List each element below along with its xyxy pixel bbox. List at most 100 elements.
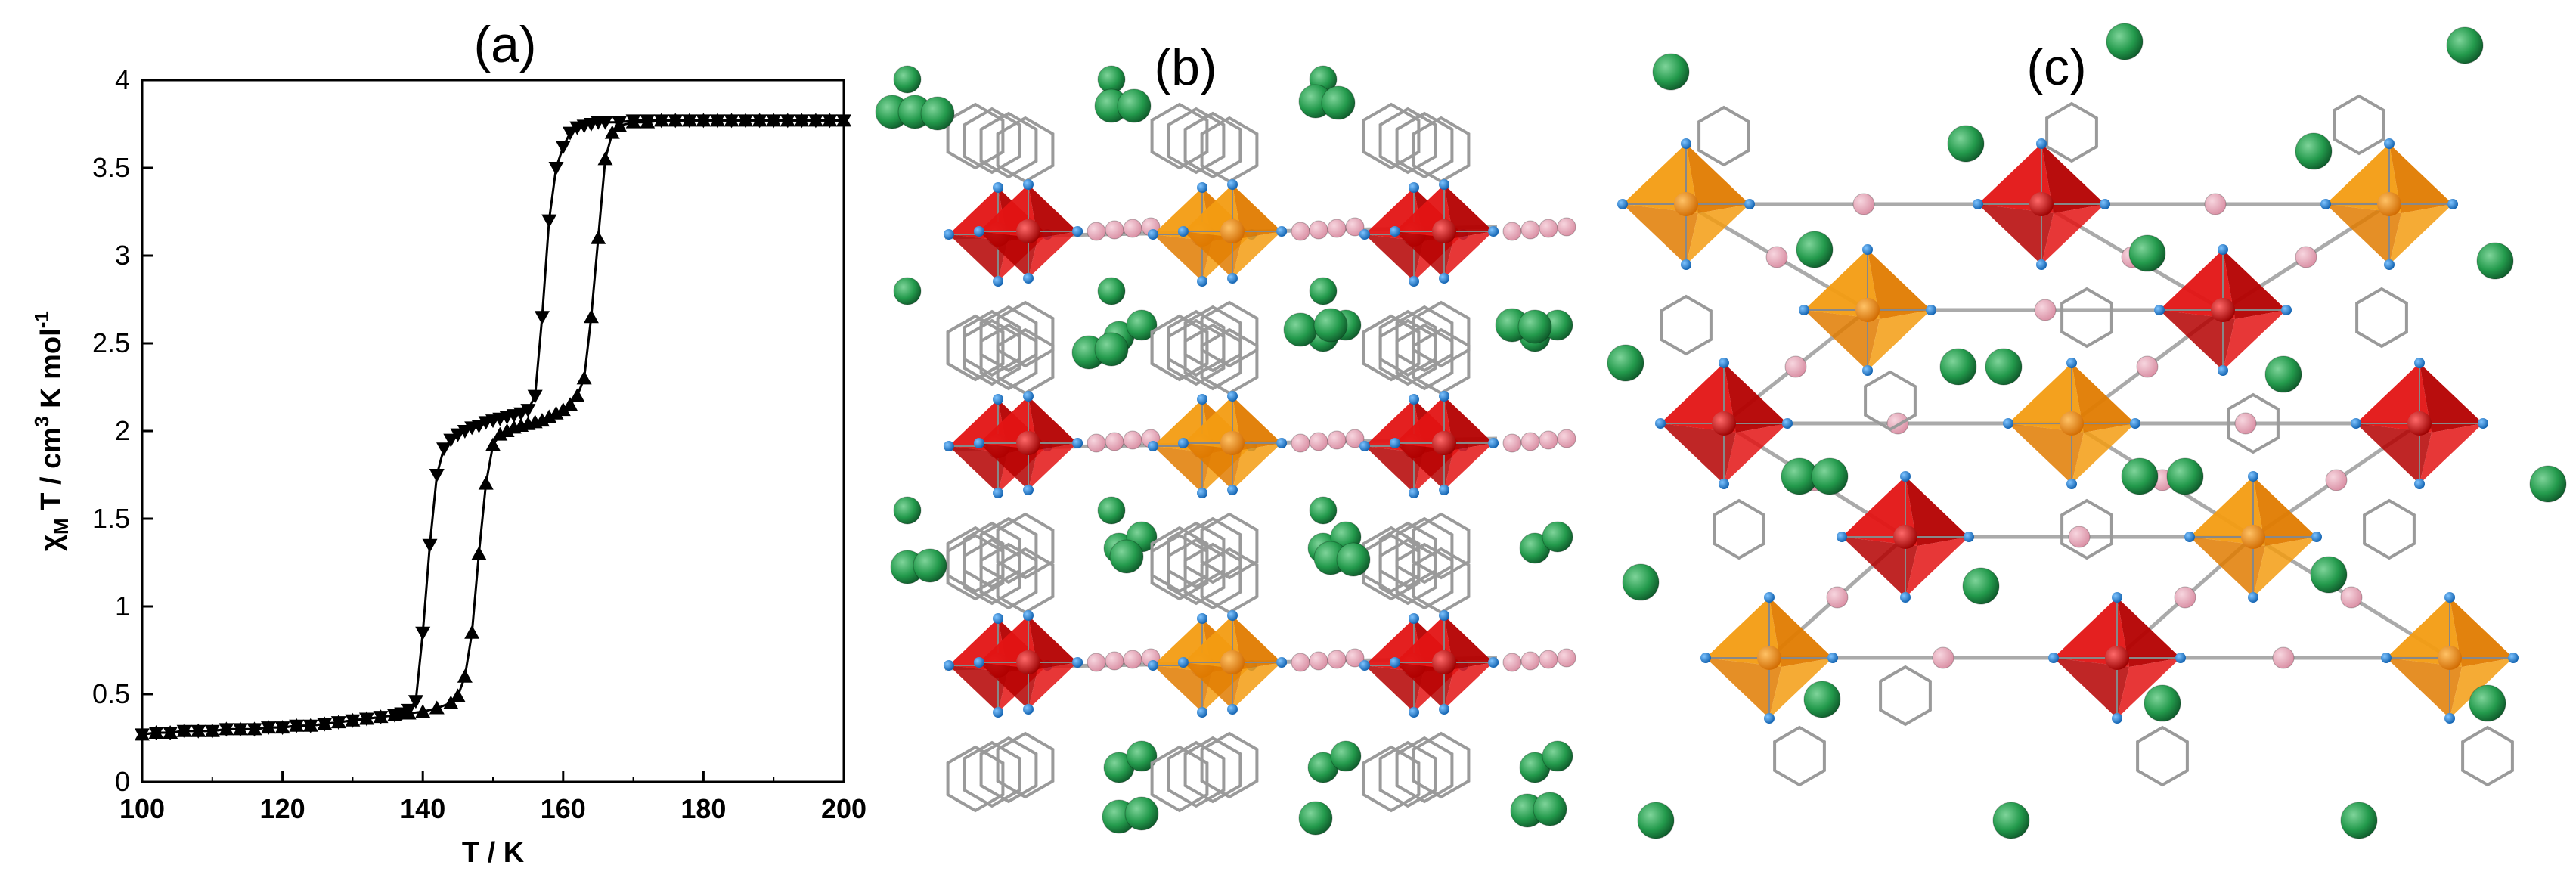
data-point [766,113,782,127]
green-atom [1652,53,1690,91]
data-point [724,113,739,127]
data-point [330,715,346,729]
pink-atom [1539,219,1558,238]
panel-c-label: (c) [2026,39,2086,96]
pink-atom [1520,432,1540,451]
x-axis-title: T / K [462,837,525,869]
phenyl-ring [1395,736,1454,804]
pink-atom [1765,246,1788,268]
green-atom [1309,277,1338,305]
data-point [527,389,543,404]
phenyl-ring [1660,294,1713,356]
data-point [302,718,318,732]
data-point [541,214,557,228]
data-point [317,716,333,730]
data-point [274,720,290,734]
phenyl-ring [1167,318,1226,386]
y-tick-label: 0 [115,766,130,797]
pink-atom [1557,429,1576,448]
green-atom [1094,332,1129,367]
phenyl-ring [1378,521,1437,589]
panel-b-structure-image: (b) [875,39,1576,836]
green-atom [2166,457,2204,495]
phenyl-ring [1183,111,1242,179]
phenyl-ring [963,309,1021,377]
pink-atom [1105,220,1124,240]
green-atom [1992,802,2030,839]
phenyl-ring [1362,314,1421,382]
pink-atom [1345,429,1365,448]
pink-atom [1087,433,1106,453]
phenyl-ring [1200,300,1259,368]
data-point [436,442,452,457]
green-atom [2121,457,2159,495]
green-atom [1947,125,1985,163]
phenyl-ring [2227,392,2280,454]
phenyl-ring [1378,538,1437,606]
data-point [232,721,248,736]
phenyl-ring [1378,309,1437,377]
data-point [443,433,459,448]
phenyl-ring [1412,731,1471,799]
phenyl-ring [1697,105,1750,167]
panel-c-structure-image: (c) [1607,23,2567,839]
data-point [541,409,557,423]
green-atom [1126,309,1158,341]
pink-atom [1502,433,1522,453]
data-point [583,309,599,324]
phenyl-ring [1412,512,1471,580]
data-point [499,423,515,437]
pink-atom [1327,650,1347,669]
green-atom [1097,496,1126,525]
phenyl-ring [963,318,1021,386]
data-point [738,113,754,127]
x-tick-label: 120 [260,793,305,824]
pink-atom [2136,355,2159,378]
data-point [401,705,417,720]
data-point [563,126,578,141]
phenyl-ring [996,731,1055,799]
y-tick-label: 1 [115,591,130,622]
phenyl-ring [1713,498,1765,560]
phenyl-ring [979,542,1038,610]
pink-atom [2034,299,2057,321]
phenyl-ring [1378,740,1437,808]
phenyl-ring [1200,512,1259,580]
phenyl-ring [1183,305,1242,373]
data-point [429,700,445,715]
coordination-octahedron [1799,244,1936,376]
green-atom [1309,496,1338,525]
data-point [548,405,564,420]
phenyl-ring [946,533,1005,601]
green-atom [2144,684,2181,722]
green-atom [893,496,922,525]
x-tick-label: 180 [680,793,726,824]
coordination-octahedron [1389,610,1499,715]
data-point [696,113,711,127]
pink-atom [2340,586,2363,609]
phenyl-ring [1200,116,1259,184]
phenyl-ring [2060,498,2113,560]
green-atom [2295,132,2333,170]
coordination-octahedron [1177,610,1288,715]
data-point [485,437,501,451]
coordination-octahedron [973,391,1083,495]
green-atom [1517,309,1552,344]
data-point [176,723,192,737]
phenyl-ring [979,516,1038,584]
pink-atom [1345,648,1365,668]
data-point [478,476,494,490]
phenyl-ring [946,526,1005,594]
data-point [261,720,277,734]
data-point [358,711,374,725]
phenyl-ring [1167,740,1226,808]
phenyl-ring [1412,300,1471,368]
data-point [471,546,487,560]
pink-atom [1123,430,1142,450]
y-tick-label: 3 [115,240,130,271]
green-atom [1097,277,1126,305]
green-atom [913,548,947,583]
data-point [415,626,431,640]
phenyl-ring [1395,323,1454,391]
